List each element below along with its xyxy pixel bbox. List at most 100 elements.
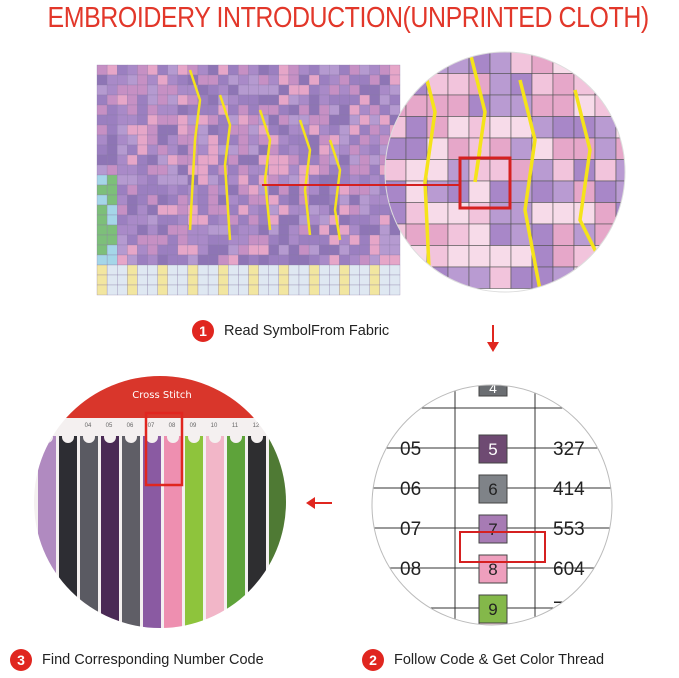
fabric-cell (197, 274, 209, 286)
fabric-cell (147, 124, 158, 136)
fabric-cell (137, 84, 148, 96)
fabric-cell (248, 264, 259, 276)
fabric-cell (288, 264, 300, 276)
fabric-cell (349, 64, 360, 76)
number-cell: 553 (553, 519, 585, 540)
fabric-cell (339, 144, 350, 156)
fabric-cell (218, 74, 229, 86)
fabric-cell (218, 244, 229, 256)
thread-skein (269, 436, 286, 628)
fabric-cell (218, 274, 229, 286)
fabric-cell (278, 194, 290, 206)
fabric-cell (288, 204, 300, 216)
fabric-cell (167, 174, 178, 186)
fabric-cell (319, 114, 330, 126)
fabric-cell (359, 224, 370, 236)
fabric-cell (288, 184, 300, 196)
fabric-cell (228, 84, 239, 96)
fabric-cell (157, 64, 168, 76)
fabric-cell (117, 234, 128, 246)
fabric-cell (339, 94, 350, 106)
fabric-cell (117, 214, 128, 226)
swatch-symbol: 8 (488, 560, 497, 579)
fabric-cell (228, 264, 239, 276)
fabric-cell (96, 74, 108, 86)
fabric-cell (106, 284, 118, 296)
fabric-cell (167, 254, 178, 266)
fabric-cell (339, 214, 350, 226)
step-3: 3 Find Corresponding Number Code (10, 649, 264, 671)
fabric-cell (167, 224, 178, 236)
fabric-cell (137, 64, 148, 76)
fabric-cell (96, 144, 108, 156)
fabric-cell (369, 174, 380, 186)
swatch-symbol: 7 (488, 520, 497, 539)
fabric-cell (339, 204, 350, 216)
fabric-cell (278, 84, 290, 96)
fabric-cell (167, 134, 178, 146)
fabric-cell (319, 84, 330, 96)
fabric-cell (389, 254, 401, 266)
fabric-cell (117, 84, 128, 96)
fabric-cell (197, 174, 209, 186)
fabric-cell (349, 214, 360, 226)
fabric-cell (238, 264, 249, 276)
fabric-cell (137, 154, 148, 166)
fabric-cell (137, 244, 148, 256)
fabric-cell (594, 202, 617, 225)
fabric-cell (207, 204, 219, 216)
fabric-cell (405, 223, 428, 246)
fabric-cell (288, 174, 300, 186)
fabric-cell (489, 202, 512, 225)
fabric-cell (447, 94, 470, 117)
fabric-cell (288, 84, 300, 96)
fabric-cell (573, 52, 596, 74)
fabric-cell (319, 174, 330, 186)
slot-number: 08 (169, 423, 176, 429)
fabric-cell (308, 174, 320, 186)
fabric-cell (308, 204, 320, 216)
fabric-cell (510, 52, 533, 74)
fabric-cell (96, 174, 108, 186)
fabric-cell (329, 84, 340, 96)
symbol-highlight (458, 156, 512, 210)
fabric-cell (594, 245, 617, 268)
fabric-cell (147, 174, 158, 186)
fabric-cell (319, 244, 330, 256)
outline-line (328, 139, 342, 241)
fabric-cell (258, 74, 269, 86)
fabric-cell (167, 284, 178, 296)
number-cell: 604 (553, 559, 585, 580)
fabric-cell (573, 202, 596, 225)
fabric-cell (268, 254, 279, 266)
fabric-cell (167, 184, 178, 196)
fabric-cell (339, 124, 350, 136)
fabric-cell (258, 214, 269, 226)
fabric-cell (339, 224, 350, 236)
fabric-cell (106, 214, 118, 226)
fabric-cell (349, 264, 360, 276)
fabric-cell (127, 164, 138, 176)
fabric-cell (308, 104, 320, 116)
outline-line (468, 52, 487, 183)
fabric-cell (426, 202, 449, 225)
fabric-cell (177, 274, 189, 286)
fabric-cell (248, 244, 259, 256)
fabric-cell (531, 180, 554, 203)
fabric-cell (405, 202, 428, 225)
fabric-cell (379, 104, 391, 116)
fabric-cell (117, 74, 128, 86)
fabric-cell (117, 244, 128, 256)
fabric-cell (278, 234, 290, 246)
fabric-cell (127, 84, 138, 96)
fabric-cell (468, 94, 491, 117)
fabric-cell (319, 214, 330, 226)
fabric-cell (369, 84, 380, 96)
fabric-cell (157, 144, 168, 156)
fabric-cell (167, 264, 178, 276)
fabric-cell (187, 144, 199, 156)
fabric-cell (137, 264, 148, 276)
fabric-cell (319, 194, 330, 206)
fabric-cell (238, 184, 249, 196)
fabric-cell (197, 184, 209, 196)
